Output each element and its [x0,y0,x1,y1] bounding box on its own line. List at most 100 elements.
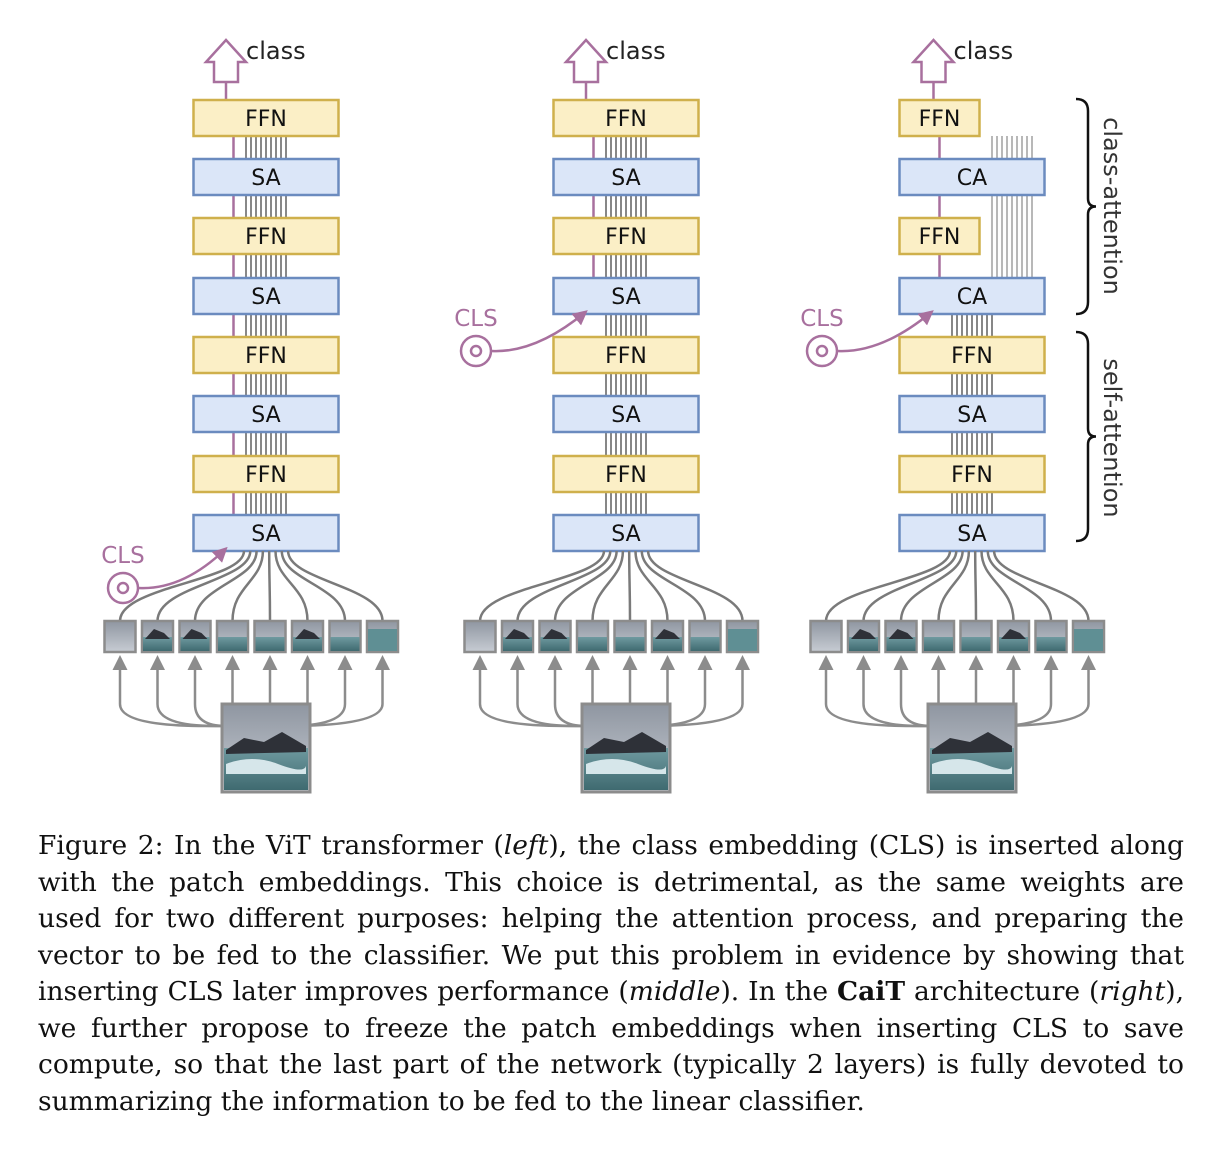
patch-fan-line [862,550,958,622]
patch-sea [218,637,247,651]
block-sa: SA [552,513,700,553]
cls-insert-arrow [491,310,588,353]
patch-sea [540,637,570,651]
patch-fan-line [156,550,252,622]
block-box [552,454,700,494]
patch-fan-line [973,550,978,622]
block-label: FFN [605,107,647,132]
caption-text: ), we further propose to freeze the patc… [38,976,1184,1117]
block-box [192,335,340,375]
block-label: SA [251,522,280,547]
patch-fan-line [646,550,744,622]
patch-image [103,619,137,654]
patch-sea [653,637,682,651]
block-ffn: FFN [552,335,700,375]
block-label: FFN [605,463,647,488]
block-ffn: FFN [192,98,340,138]
patch-token [1034,619,1068,654]
caption-text: Figure 2: In the ViT transformer ( [38,830,504,861]
patch-sea [886,637,916,651]
patch-sea [368,629,397,651]
patch-fan-line [634,550,669,622]
patch-tokens [463,550,760,728]
block-ffn: FFN [552,216,700,256]
patch-sea [690,637,720,651]
block-label: CA [957,166,987,191]
self-attention-label: self-attention [1098,358,1126,517]
block-box [192,513,340,553]
output-label: class [954,37,1014,65]
patch-sea [728,629,757,651]
patch-token [613,619,647,654]
cls-token: CLS [454,306,588,368]
block-box [898,513,1046,553]
patch-fan-line [986,550,1053,622]
block-sa: SA [192,394,340,434]
patch-fan-line [274,550,309,622]
block-sa: SA [192,157,340,197]
patch-token [809,619,843,654]
block-label: SA [251,285,280,310]
patch-token [921,619,956,654]
class-attention-bracket [1075,97,1097,316]
block-ffn: FFN [192,216,340,256]
patch-rock [655,629,680,639]
block-box [898,276,1046,316]
block-sa: SA [898,513,1046,553]
cls-insert-arrow [837,310,934,353]
caption-left: left [503,830,549,861]
patch-fan-line [640,550,707,622]
patch-fan-line [824,550,952,622]
patch-token [500,619,535,654]
block-label: FFN [951,344,993,369]
patch-sea [999,637,1028,651]
caption-middle: middle [628,976,721,1007]
patch-token [538,619,572,654]
output-label: class [606,37,666,65]
patch-token [846,619,881,654]
block-label: SA [251,166,280,191]
cls-token-center [815,344,829,358]
patch-token [650,619,685,654]
patch-rock [542,629,568,639]
self-attention-bracket [1075,330,1097,543]
input-image [926,702,1018,794]
patch-rock [182,629,208,639]
block-ffn: FFN [192,335,340,375]
block-box [898,98,981,138]
input-image-rock [932,732,1012,754]
caption-text: ). In the [720,976,837,1007]
patch-token [575,619,610,654]
patch-fan-line [553,550,618,622]
block-box [192,276,340,316]
input-image-rock [586,732,666,754]
patch-token [328,619,362,654]
patch-token [725,619,760,654]
patch-token [290,619,325,654]
block-box [192,394,340,434]
block-sa: SA [552,394,700,434]
patch-rock [295,629,320,639]
block-box [192,216,340,256]
patch-token [996,619,1031,654]
block-box [552,157,700,197]
block-label: SA [957,403,986,428]
patch-image [463,619,497,654]
patch-token [884,619,918,654]
input-image-ice [932,759,1012,774]
patch-fan-line [193,550,258,622]
block-label: SA [611,166,640,191]
patch-sea [615,637,645,651]
patch-rock [851,629,876,639]
block-label: SA [251,403,280,428]
patch-token [215,619,250,654]
token-lines [592,136,647,515]
block-box [552,513,700,553]
caption-right: right [1099,976,1166,1007]
block-label: SA [611,522,640,547]
block-box [192,98,340,138]
block-box [898,335,1046,375]
